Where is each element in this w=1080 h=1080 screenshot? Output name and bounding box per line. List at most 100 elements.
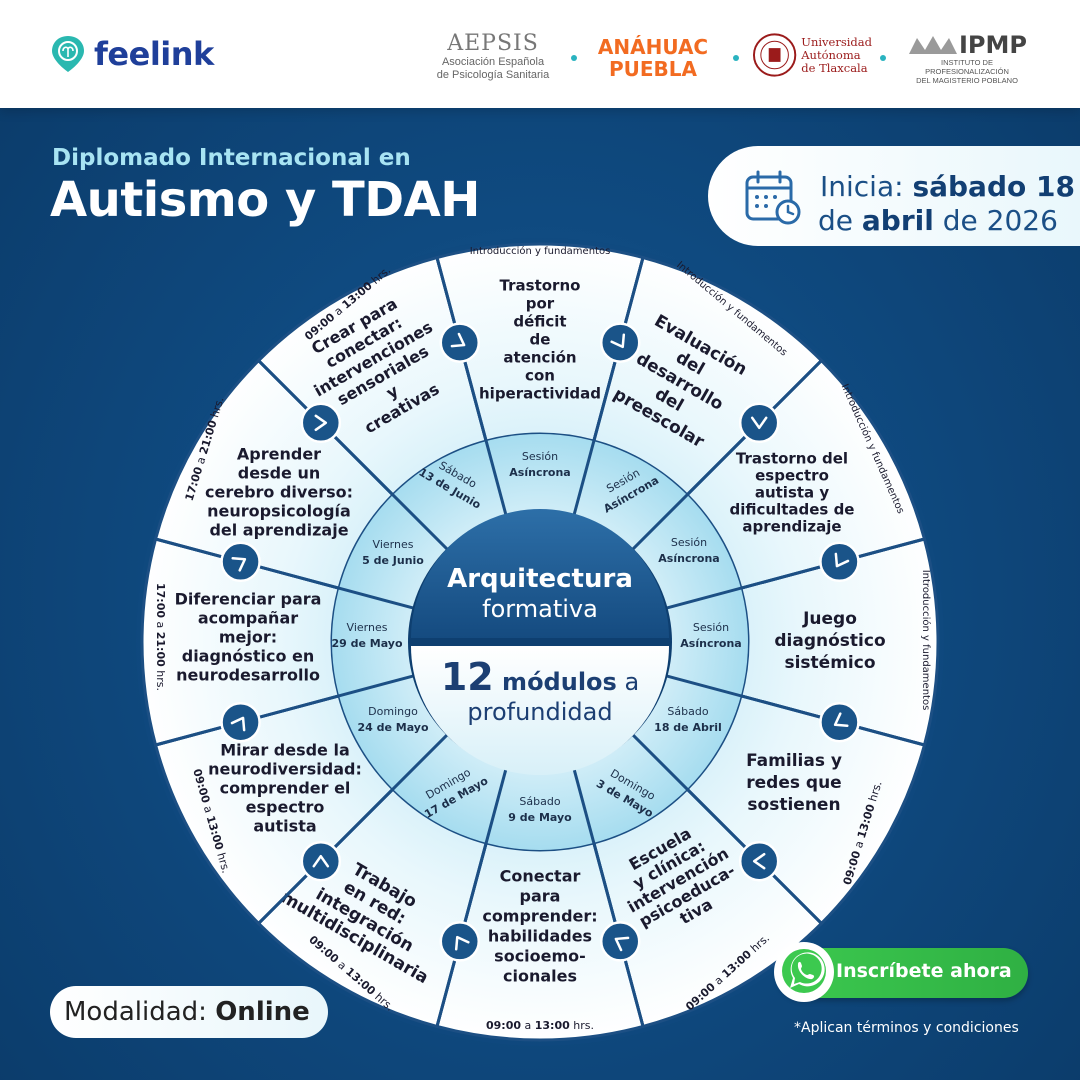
module-title-line: acompañar (198, 609, 298, 628)
chevron-icon (231, 556, 247, 572)
chevron-badge (300, 402, 342, 444)
aepsis-logo: AEPSIS Asociación Española de Psicología… (428, 32, 558, 82)
module-title-group: Mirar desde laneurodiversidad:comprender… (208, 741, 362, 836)
module-title-line: para (520, 887, 561, 906)
module-title-line: neuropsicología (207, 502, 351, 521)
module-title-line: atención (503, 348, 576, 366)
module-time-sep: a (521, 1019, 535, 1032)
uat-line-3: de Tlaxcala (801, 60, 868, 75)
badge-circle (819, 541, 860, 583)
badge-circle (300, 402, 342, 444)
module-date-day: Sesión (671, 536, 707, 549)
module-title-line: Aprender (237, 445, 321, 464)
badge-circle (300, 840, 342, 882)
module-title-line: sostienen (747, 795, 840, 815)
calendar-clock-icon (745, 170, 801, 225)
chevron-badge (599, 322, 641, 363)
module-title-line: Juego (802, 609, 857, 629)
badge-circle (738, 840, 780, 882)
center-depth: profundidad (467, 698, 612, 726)
module-title-line: habilidades (488, 927, 592, 946)
module-title-line: espectro (246, 798, 325, 817)
center-modules-a: a (617, 668, 639, 696)
module-title-line: comprender: (482, 907, 597, 926)
modality-label: Modalidad: (64, 997, 216, 1027)
module-time-start: 17:00 (154, 583, 167, 618)
modality-value: Online (215, 997, 310, 1027)
badge-circle (599, 322, 641, 363)
module-topic: Introducción y fundamentos (470, 245, 611, 257)
badge-circle (439, 921, 481, 962)
module-title-line: cionales (503, 967, 577, 986)
ipmp-logo: IPMP INSTITUTO DE PROFESIONALIZACIÓN DEL… (900, 32, 1034, 85)
ring-divider (435, 767, 508, 1027)
ring-divider (155, 674, 415, 747)
aepsis-name: AEPSIS (447, 31, 539, 56)
chevron-icon (833, 712, 849, 728)
center-bottom-half (411, 646, 669, 775)
enroll-button[interactable]: Inscríbete ahora (774, 942, 1028, 1002)
badge-circle (220, 541, 261, 583)
separator-dot (880, 55, 886, 61)
module-title-line: por (526, 294, 555, 312)
module-time-suffix: hrs. (154, 667, 167, 691)
anahuac-line-2: PUEBLA (608, 57, 698, 81)
module-title-line: del aprendizaje (209, 521, 348, 540)
module-topic: Introducción y fundamentos (920, 570, 932, 711)
module-title-line: autista y (755, 483, 830, 501)
ring-divider (435, 257, 508, 517)
chevron-icon (614, 936, 630, 952)
module-title-line: sistémico (784, 653, 875, 673)
module-title-line: socioemo- (494, 947, 586, 966)
module-time-sep: a (154, 618, 167, 632)
ring-divider (630, 359, 823, 552)
ring-divider (257, 359, 450, 552)
module-title-line: neurodiversidad: (208, 760, 362, 779)
chevron-icon (450, 332, 466, 348)
module-date-value: Asíncrona (680, 637, 741, 650)
module-title-line: redes que (746, 773, 841, 793)
module-title-line: déficit (513, 312, 566, 330)
module-time: 09:00 a 13:00 hrs. (486, 1019, 594, 1032)
module-title-line: dificultades de (730, 500, 855, 518)
module-time-sep: a (193, 452, 209, 469)
chevron-icon (314, 414, 328, 432)
module-date-day: Sesión (693, 621, 729, 634)
ring-divider (572, 257, 645, 517)
center-title-1: Arquitectura (447, 564, 633, 594)
chevron-icon (312, 854, 330, 868)
module-title-line: autista (253, 817, 316, 836)
module-title-line: Trastorno del (736, 449, 848, 467)
ring-divider (257, 732, 450, 925)
module-title-line: espectro (755, 466, 829, 484)
center-hub: Arquitectura formativa 12 módulos a prof… (408, 509, 672, 775)
module-title-line: hiperactividad (479, 384, 601, 402)
module-time-end: 13:00 (535, 1019, 570, 1032)
program-subtitle: Diplomado Internacional en (52, 145, 411, 171)
start-date-pill: Inicia: sábado 18 de abril de 2026 (708, 146, 1080, 246)
whatsapp-icon-wrap (774, 942, 834, 1002)
brain-pin-icon (52, 36, 84, 72)
module-title-line: Diferenciar para (175, 590, 322, 609)
badge-circle (220, 701, 261, 743)
module-date-day: Viernes (347, 621, 388, 634)
module-time-start: 09:00 (486, 1019, 521, 1032)
module-time: 17:00 a 21:00 hrs. (154, 583, 167, 691)
chevron-badge (439, 322, 481, 363)
ipmp-sub-1: INSTITUTO DE PROFESIONALIZACIÓN (925, 58, 1009, 76)
module-title-line: Mirar desde la (220, 741, 350, 760)
chevron-badge (220, 541, 261, 583)
chevron-badge (439, 921, 481, 962)
center-modules-word: módulos (494, 668, 617, 696)
